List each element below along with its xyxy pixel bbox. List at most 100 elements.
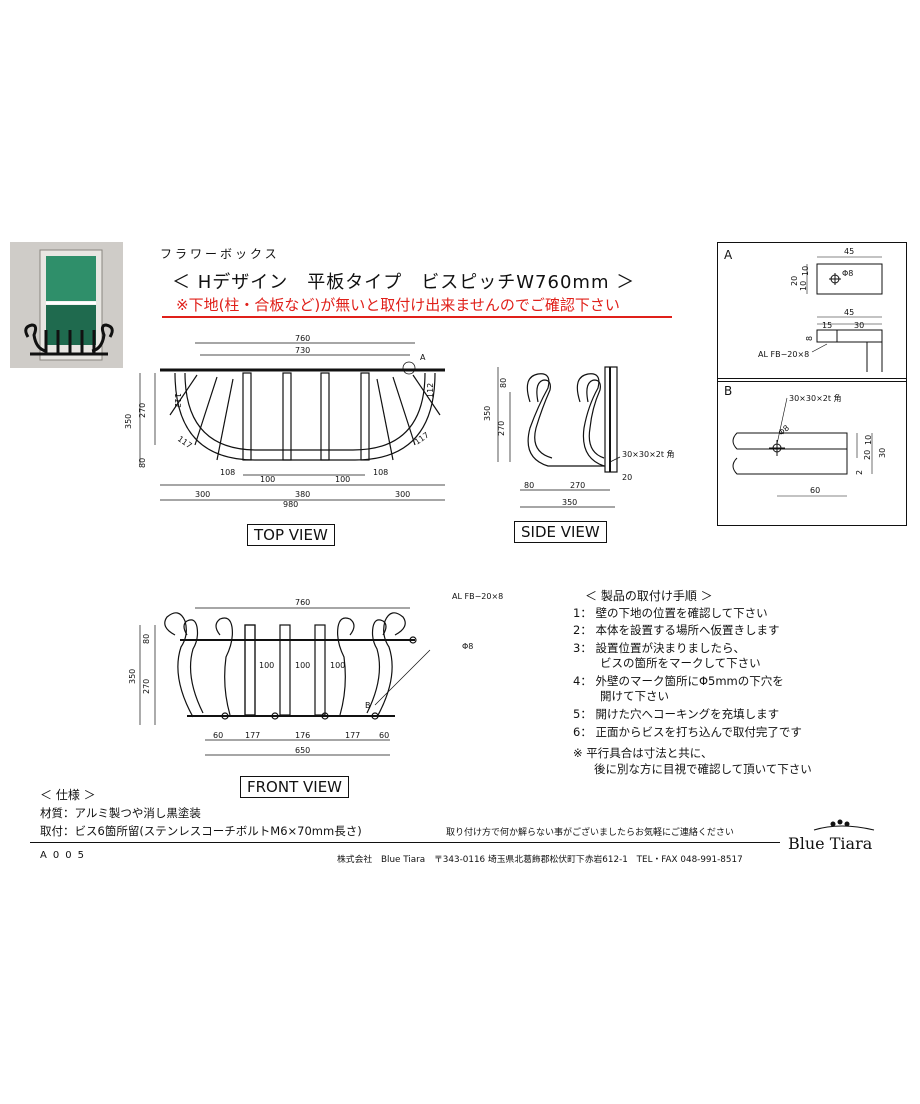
step-text: 設置位置が決まりましたら、 <box>595 641 745 655</box>
step-text: 開けた穴へコーキングを充填します <box>595 707 780 721</box>
step-number: 5： <box>573 707 592 721</box>
step-item: 5： 開けた穴へコーキングを充填します <box>573 706 779 722</box>
step-item: 後に別な方に目視で確認して頂いて下さい <box>594 761 812 777</box>
svg-text:117: 117 <box>176 434 194 450</box>
svg-text:80: 80 <box>499 378 508 388</box>
front-view-label: FRONT VIEW <box>240 776 350 798</box>
step-text: 開けて下さい <box>600 689 669 703</box>
svg-text:760: 760 <box>295 598 310 607</box>
step-item: ※ 平行具合は寸法と共に、 <box>573 745 712 761</box>
svg-text:270: 270 <box>497 421 506 436</box>
svg-text:100: 100 <box>330 661 345 670</box>
spec-mount: 取付：ビス6箇所留(ステンレスコーチボルトM6×70mm長さ) <box>40 823 362 839</box>
svg-text:20: 20 <box>790 276 799 286</box>
svg-text:60: 60 <box>810 486 820 495</box>
svg-text:100: 100 <box>259 661 274 670</box>
brand-name: Blue Tiara <box>788 834 873 853</box>
svg-text:350: 350 <box>125 414 133 429</box>
svg-text:650: 650 <box>295 746 310 755</box>
svg-text:270: 270 <box>138 403 147 418</box>
top-view-drawing: 760 730 350 270 80 112 112 117 117 108 1… <box>125 335 445 501</box>
page-title: ＜ Hデザイン 平板タイプ ビスピッチW760mm ＞ <box>172 272 636 293</box>
step-text: ビスの箇所をマークして下さい <box>600 656 761 670</box>
svg-text:Φ8: Φ8 <box>842 269 853 278</box>
svg-text:380: 380 <box>295 490 310 499</box>
svg-text:30: 30 <box>878 448 887 458</box>
front-hole-callout: Φ8 <box>462 642 474 651</box>
step-number: ※ <box>573 746 583 760</box>
detail-b-note: 30×30×2t 角 <box>789 394 842 403</box>
step-text: 本体を設置する場所へ仮置きします <box>595 623 780 637</box>
detail-b-box <box>717 378 907 526</box>
step-text: 正面からビスを打ち込んで取付完了です <box>595 725 802 739</box>
svg-text:300: 300 <box>395 490 410 499</box>
svg-text:2: 2 <box>855 470 864 475</box>
svg-text:10: 10 <box>801 266 810 276</box>
step-number: 4： <box>573 674 592 688</box>
side-angle-note: 30×30×2t 角 <box>622 450 675 459</box>
detail-b-label: B <box>724 384 733 398</box>
svg-text:80: 80 <box>138 458 147 468</box>
spec-material: 材質：アルミ製つや消し黒塗装 <box>40 805 201 821</box>
svg-text:45: 45 <box>844 308 854 317</box>
detail-a-drawing: 45 20 10 10 Φ8 45 15 30 8 <box>790 247 883 372</box>
side-view-label: SIDE VIEW <box>514 521 607 543</box>
step-number: 1： <box>573 606 592 620</box>
svg-text:270: 270 <box>570 481 585 490</box>
brand-logo: Blue Tiara <box>784 818 894 858</box>
svg-text:176: 176 <box>295 731 310 740</box>
svg-text:760: 760 <box>295 335 310 343</box>
svg-text:350: 350 <box>562 498 577 507</box>
step-item: 開けて下さい <box>600 688 669 704</box>
step-text: 外壁のマーク箇所にΦ5mmの下穴を <box>595 674 784 688</box>
drawing-code: A005 <box>40 850 90 861</box>
svg-text:100: 100 <box>335 475 350 484</box>
front-fb-callout: AL FB−20×8 <box>452 592 504 601</box>
step-number: 6： <box>573 725 592 739</box>
top-view-total: 980 <box>283 500 299 509</box>
detail-a-label: A <box>724 248 733 262</box>
svg-text:177: 177 <box>345 731 360 740</box>
svg-text:108: 108 <box>373 468 388 477</box>
svg-text:108: 108 <box>220 468 235 477</box>
svg-text:100: 100 <box>295 661 310 670</box>
company-info: 株式会社 Blue Tiara 〒343-0116 埼玉県北葛飾郡松伏町下赤岩6… <box>337 855 743 865</box>
detail-b-drawing: Φ8 10 20 30 2 60 <box>732 397 887 497</box>
svg-text:20: 20 <box>622 473 632 482</box>
spec-heading: ＜ 仕様 ＞ <box>40 788 96 802</box>
side-view-drawing: 80 350 270 80 270 350 20 <box>483 366 632 508</box>
svg-text:15: 15 <box>822 321 832 330</box>
category-label: フラワーボックス <box>160 247 280 261</box>
svg-text:270: 270 <box>142 679 151 694</box>
svg-text:30: 30 <box>854 321 864 330</box>
spec-material-value: ：アルミ製つや消し黒塗装 <box>63 806 201 820</box>
svg-text:10: 10 <box>864 435 873 445</box>
svg-text:80: 80 <box>142 634 151 644</box>
spec-mount-label: 取付 <box>40 824 63 838</box>
step-item: 2： 本体を設置する場所へ仮置きします <box>573 622 779 638</box>
step-item: 4： 外壁のマーク箇所にΦ5mmの下穴を <box>573 673 784 689</box>
svg-text:112: 112 <box>426 383 435 398</box>
svg-text:730: 730 <box>295 346 310 355</box>
step-text: 壁の下地の位置を確認して下さい <box>595 606 768 620</box>
svg-text:112: 112 <box>173 393 182 408</box>
svg-text:100: 100 <box>260 475 275 484</box>
svg-text:B: B <box>365 701 371 710</box>
product-photo <box>10 242 123 368</box>
step-text: 後に別な方に目視で確認して頂いて下さい <box>594 762 812 776</box>
spec-material-label: 材質 <box>40 806 63 820</box>
svg-text:45: 45 <box>844 247 854 256</box>
step-item: 6： 正面からビスを打ち込んで取付完了です <box>573 724 802 740</box>
step-item: 3： 設置位置が決まりましたら、 <box>573 640 745 656</box>
detail-a-note: AL FB−20×8 <box>758 350 810 359</box>
svg-text:350: 350 <box>128 669 137 684</box>
svg-text:60: 60 <box>379 731 389 740</box>
step-text: 平行具合は寸法と共に、 <box>586 746 713 760</box>
photo-illustration <box>10 242 123 368</box>
warning-underline <box>162 316 672 318</box>
step-item: ビスの箇所をマークして下さい <box>600 655 761 671</box>
svg-text:A: A <box>420 353 426 362</box>
crown-icon <box>813 819 875 831</box>
svg-text:80: 80 <box>524 481 534 490</box>
svg-text:20: 20 <box>863 450 872 460</box>
